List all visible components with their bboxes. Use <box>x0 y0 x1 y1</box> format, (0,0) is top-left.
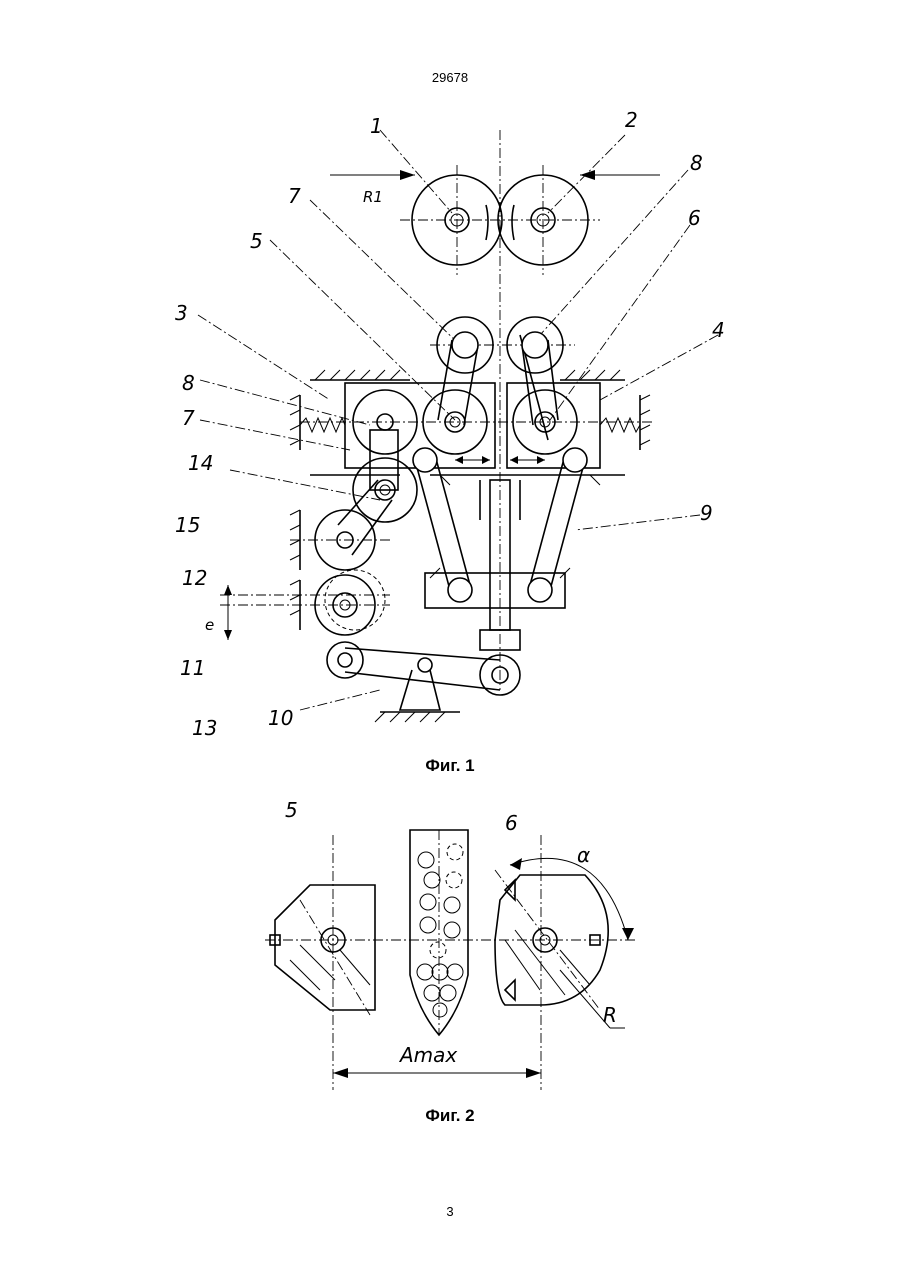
rocker-arm-5 <box>438 332 478 425</box>
feed-lines <box>330 170 660 180</box>
label-15: 15 <box>175 513 200 537</box>
spring-left <box>290 395 345 450</box>
label-e: e <box>205 616 214 634</box>
spring-right <box>600 395 650 450</box>
figure-1-caption: Фиг. 1 <box>0 756 900 776</box>
label-r1: R1 <box>363 188 383 206</box>
label-7-left: 7 <box>182 406 195 430</box>
label-11: 11 <box>180 656 205 680</box>
figure-2-caption: Фиг. 2 <box>0 1106 900 1126</box>
label-r: R <box>603 1003 617 1027</box>
eccentric-11 <box>220 570 390 640</box>
label-8-left: 8 <box>182 371 195 395</box>
label-9: 9 <box>700 501 713 525</box>
label-12: 12 <box>182 566 207 590</box>
dimension-amax <box>333 1068 541 1078</box>
lever-10 <box>327 642 520 722</box>
label-7-top: 7 <box>288 184 301 208</box>
label-5: 5 <box>250 229 263 253</box>
label-alpha: α <box>577 843 590 867</box>
label-8-top: 8 <box>690 151 703 175</box>
figure-2-labels: 5 6 α R Amax <box>285 798 617 1067</box>
roller-2 <box>490 165 600 275</box>
jaw-5 <box>270 835 375 1090</box>
label-2: 2 <box>625 108 638 132</box>
label-amax: Amax <box>398 1043 457 1067</box>
figure-2-drawing: 5 6 α R Amax <box>0 790 900 1100</box>
page-number: 3 <box>0 1204 900 1219</box>
label-14: 14 <box>188 451 213 475</box>
linkage-left <box>290 430 417 570</box>
label-3: 3 <box>175 301 188 325</box>
label-6-fig2: 6 <box>505 811 518 835</box>
figure-1-drawing: 1 2 8 7 R1 5 6 3 4 8 7 14 15 9 12 e 11 1… <box>0 100 900 750</box>
label-6: 6 <box>688 206 701 230</box>
label-5-fig2: 5 <box>285 798 298 822</box>
figure-1-labels: 1 2 8 7 R1 5 6 3 4 8 7 14 15 9 12 e 11 1… <box>175 108 725 740</box>
rocker-arm-6 <box>520 332 558 440</box>
label-13: 13 <box>192 716 217 740</box>
label-10: 10 <box>268 706 293 730</box>
label-4: 4 <box>712 318 725 342</box>
document-number: 29678 <box>0 70 900 85</box>
label-1: 1 <box>370 114 383 138</box>
center-needle <box>410 830 468 1035</box>
